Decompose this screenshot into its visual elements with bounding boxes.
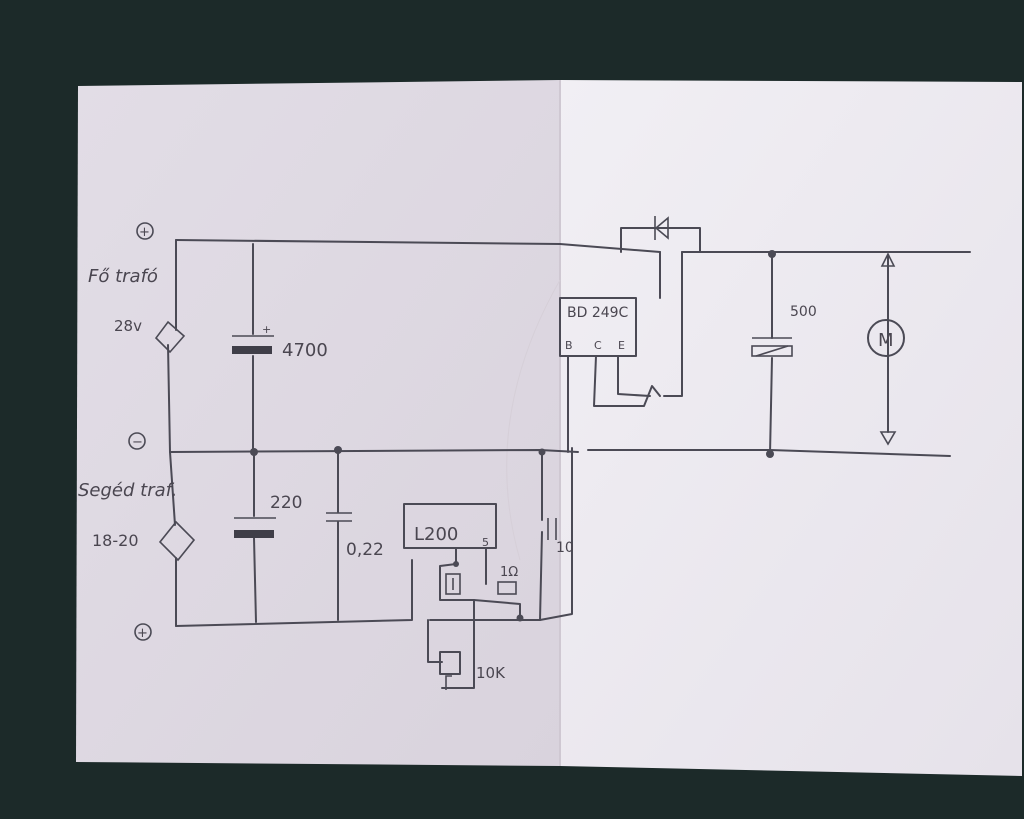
rectifier-aux-icon xyxy=(158,520,196,562)
transistor-bd249c: BD 249C B C E xyxy=(559,297,637,357)
capacitor-500-label: 500 xyxy=(790,304,817,320)
main-voltage-label: 28v xyxy=(114,317,142,335)
diode-icon xyxy=(654,216,669,240)
resistor-1ohm-icon xyxy=(497,581,517,595)
terminal-minus-mid: − xyxy=(128,432,146,450)
capacitor-10-label: 10 xyxy=(556,540,574,556)
terminal-plus-top: + xyxy=(136,222,154,240)
svg-text:+: + xyxy=(262,323,271,336)
svg-text:B: B xyxy=(565,339,573,352)
svg-text:L200: L200 xyxy=(414,524,458,545)
potentiometer-10k-icon xyxy=(439,651,461,690)
resistor-small-icon xyxy=(445,573,461,595)
capacitor-022-label: 0,22 xyxy=(346,540,384,560)
aux-transformer-label: Segéd traf. xyxy=(78,480,177,501)
junction-dots xyxy=(250,250,776,622)
svg-text:BD 249C: BD 249C xyxy=(567,305,629,321)
rectifier-main-icon xyxy=(154,320,186,354)
terminal-plus-bottom: + xyxy=(134,623,152,641)
capacitor-500-icon xyxy=(751,337,793,357)
regulator-l200: L200 5 xyxy=(403,503,497,549)
capacitor-220-label: 220 xyxy=(270,493,302,513)
potentiometer-10k-label: 10K xyxy=(476,664,506,682)
capacitor-10-icon xyxy=(547,518,557,540)
resistor-1ohm-label: 1Ω xyxy=(500,565,518,580)
svg-text:+: + xyxy=(139,225,150,240)
capacitor-4700-icon: + xyxy=(232,323,274,354)
svg-text:C: C xyxy=(594,339,602,352)
paper-sheet xyxy=(76,80,1022,776)
aux-voltage-label: 18-20 xyxy=(92,531,139,550)
capacitor-220-icon xyxy=(234,517,276,538)
capacitor-4700-label: 4700 xyxy=(282,340,328,361)
motor-icon: M xyxy=(867,252,905,446)
svg-text:E: E xyxy=(618,339,625,352)
svg-text:+: + xyxy=(137,626,148,641)
main-transformer-label: Fő trafó xyxy=(88,266,158,287)
svg-text:5: 5 xyxy=(482,536,489,549)
capacitor-022-icon xyxy=(326,512,352,522)
svg-text:−: − xyxy=(132,435,143,450)
svg-text:M: M xyxy=(878,330,894,351)
